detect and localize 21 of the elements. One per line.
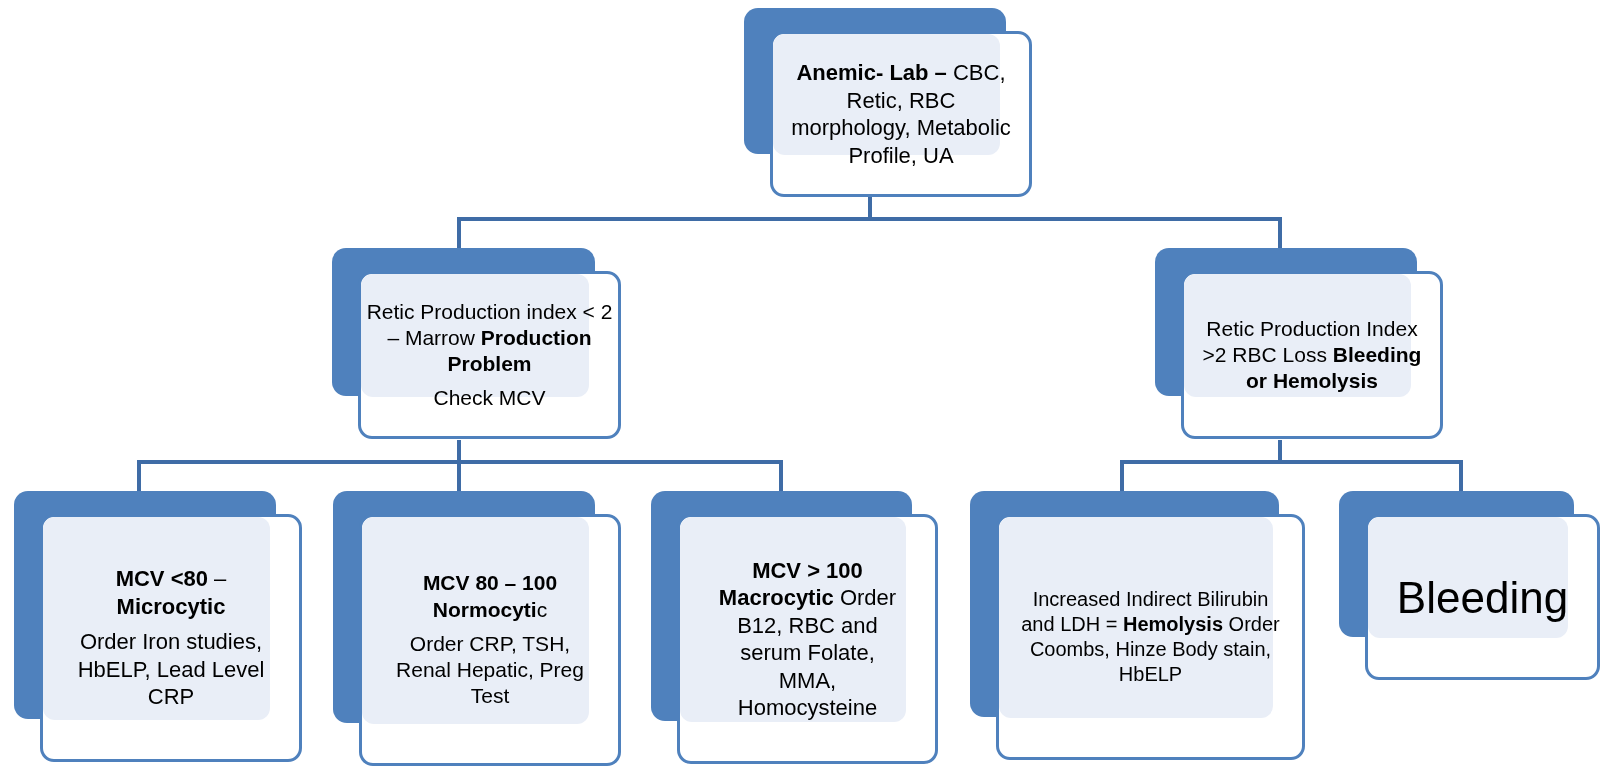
process-box — [651, 491, 938, 764]
process-box — [332, 248, 621, 440]
box-text: MCV 80 – 100 Normocytic — [421, 570, 559, 623]
process-box — [1155, 248, 1443, 440]
box-text: MCV > 100 Macrocytic Order B12, RBC and serum Folate, MMA, Homocysteine — [717, 556, 898, 722]
process-box — [1339, 491, 1600, 680]
box-text: Retic Production index < 2 – Marrow Production Problem — [365, 298, 614, 377]
connector-line — [868, 197, 1282, 248]
box-text: Anemic- Lab – CBC, Retic, RBC morphology, Metabolic Profile, UA — [790, 59, 1012, 169]
process-box — [970, 491, 1305, 760]
box-text: Check MCV — [433, 385, 546, 412]
box-text: Increased Indirect Bilirubin and LDH = Hemolysis Order Coombs, Hinze Body stain, HbELP — [1020, 587, 1281, 687]
connector-line — [1278, 440, 1463, 491]
box-text: Order CRP, TSH, Renal Hepatic, Preg Test — [395, 630, 585, 710]
box-text: Order Iron studies, HbELP, Lead Level CRP — [76, 628, 266, 711]
box-text: Retic Production Index >2 RBC Loss Bleeding or Hemolysis — [1202, 315, 1422, 395]
box-text: Bleeding — [1396, 571, 1569, 624]
box-text: MCV <80 – Microcytic — [114, 565, 228, 621]
process-box — [14, 491, 302, 762]
process-box — [333, 491, 621, 766]
process-box — [744, 8, 1032, 197]
